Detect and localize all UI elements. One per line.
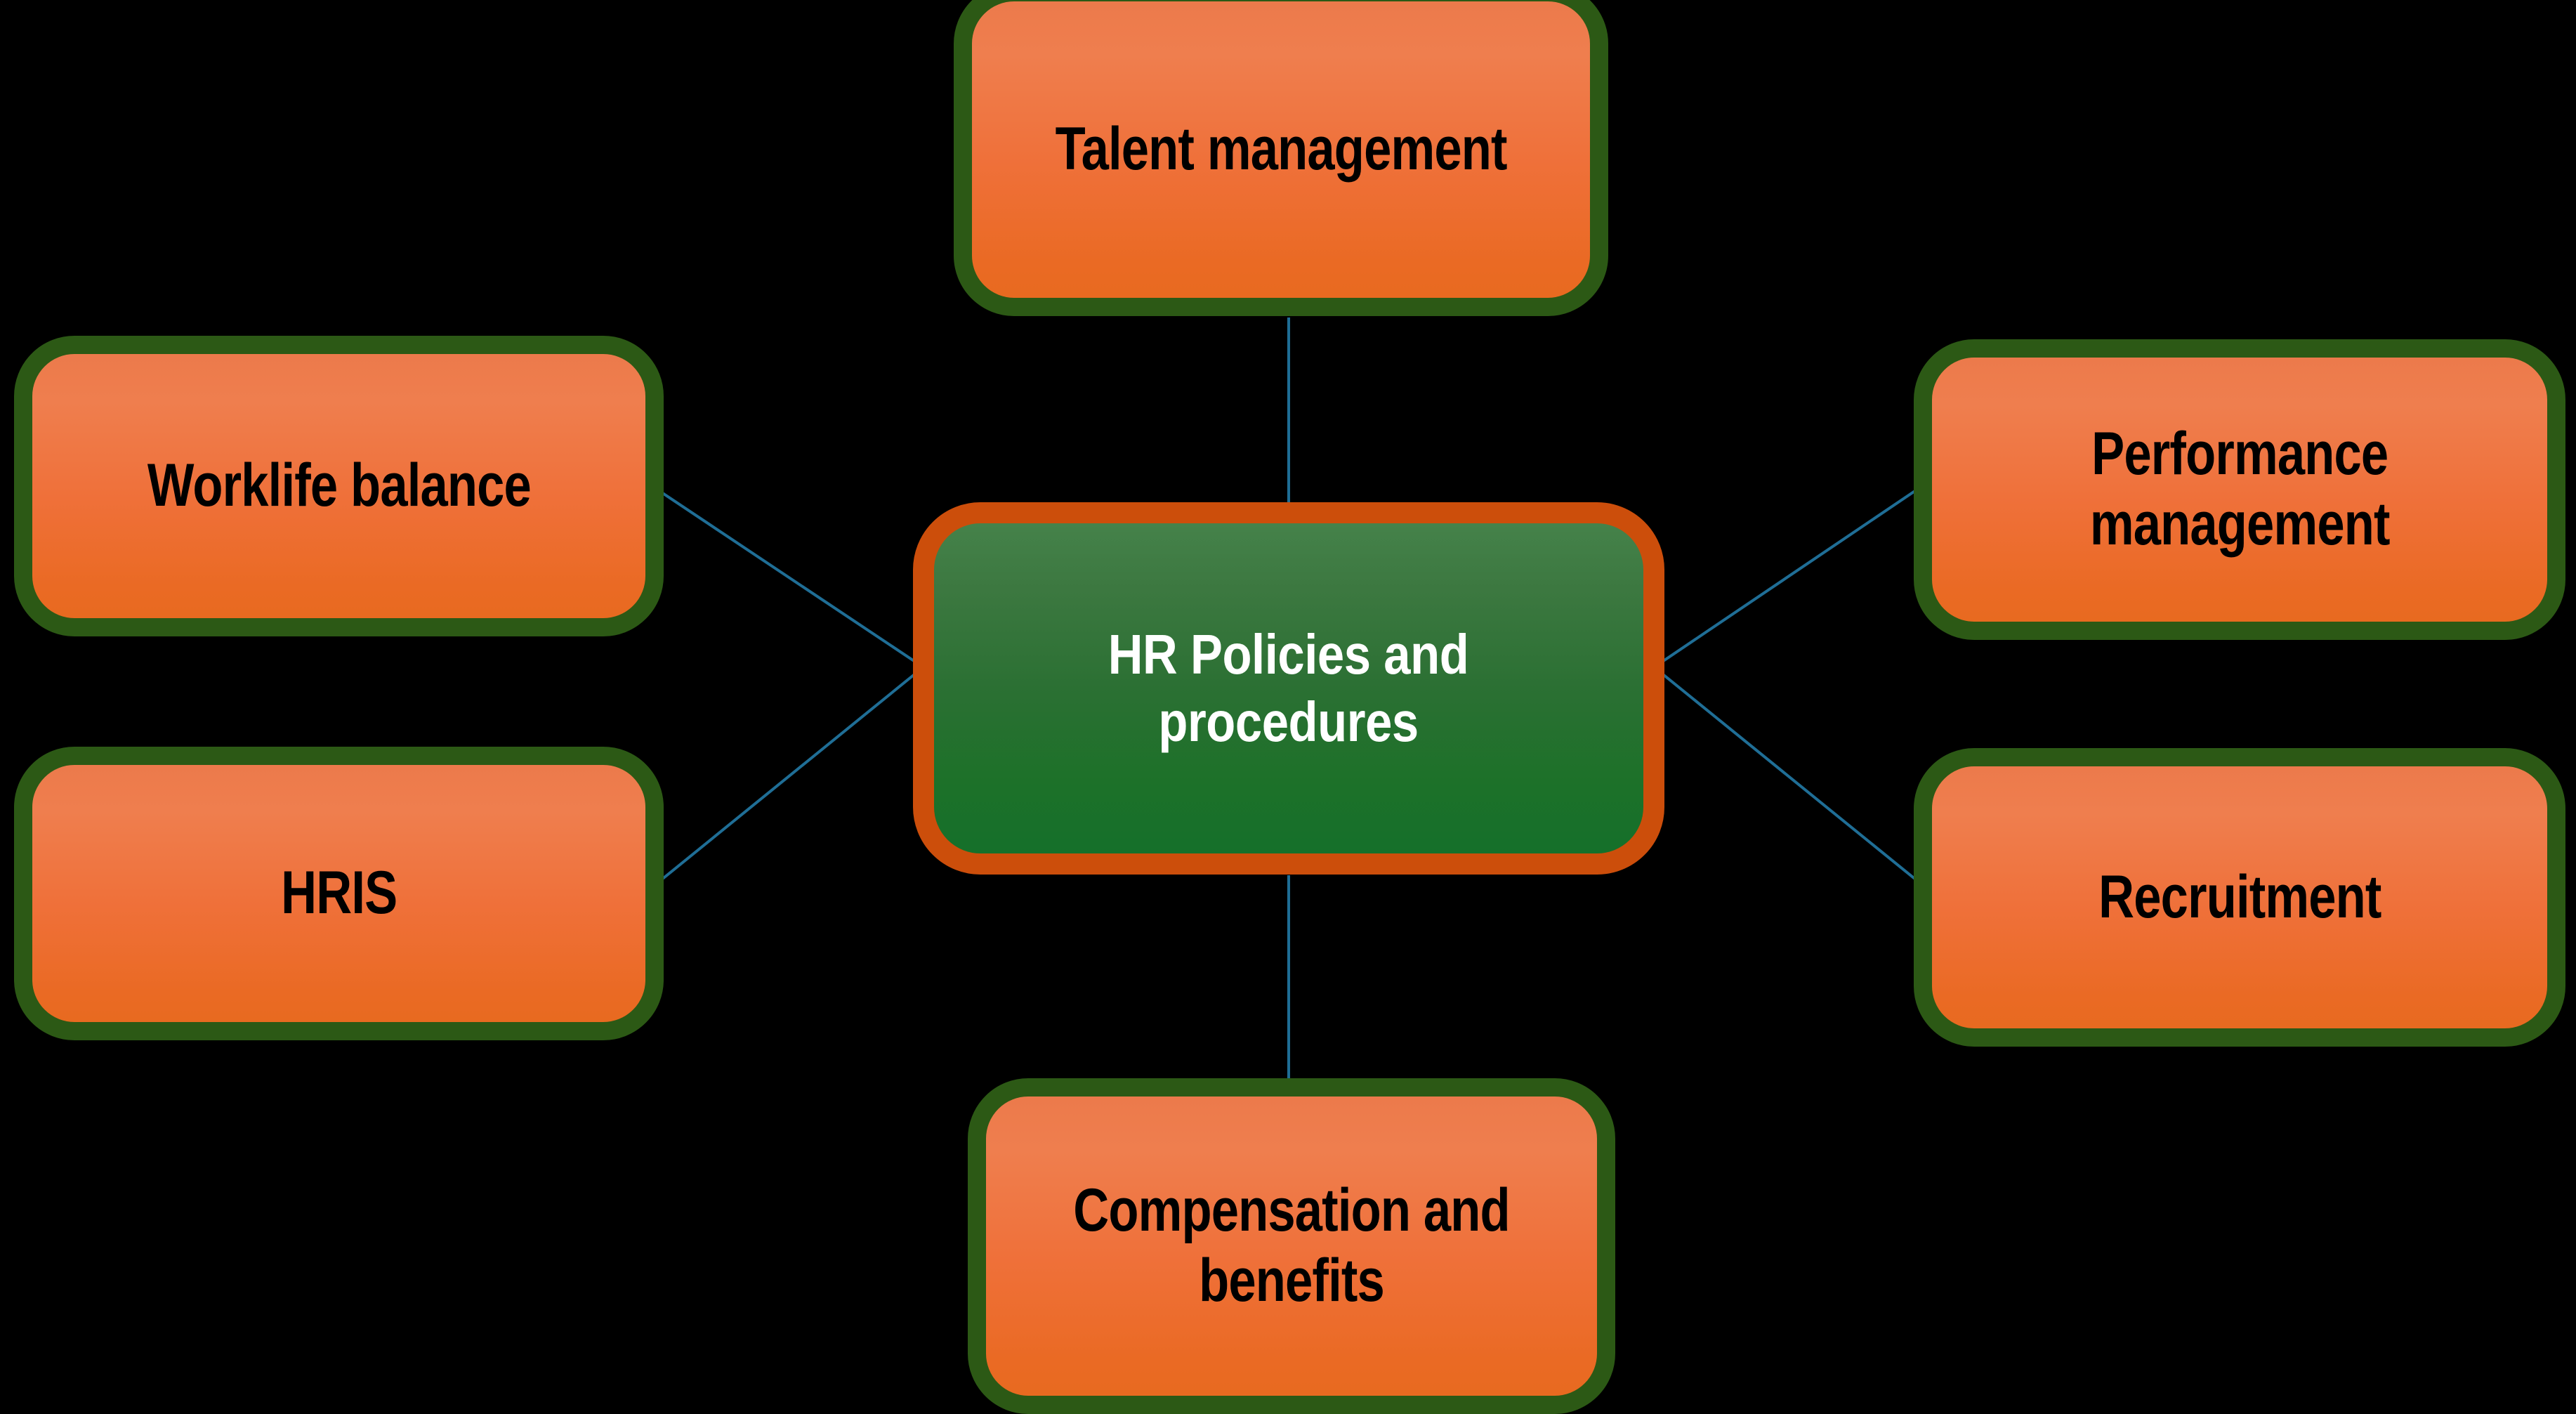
node-hris[interactable]: HRIS bbox=[14, 747, 664, 1040]
node-hr-policies-label: HR Policies and procedures bbox=[1108, 623, 1469, 753]
node-recruitment-label: Recruitment bbox=[2098, 863, 2381, 931]
connector-performance-management bbox=[1655, 483, 1926, 667]
node-talent-management-label: Talent management bbox=[1055, 115, 1507, 183]
node-worklife-balance[interactable]: Worklife balance bbox=[14, 336, 664, 636]
node-worklife-balance-label: Worklife balance bbox=[147, 452, 531, 520]
connector-recruitment bbox=[1655, 667, 1926, 888]
connector-hris bbox=[652, 667, 923, 888]
connector-worklife-balance bbox=[652, 485, 923, 667]
node-performance-management[interactable]: Performance management bbox=[1914, 339, 2565, 640]
node-compensation-benefits-label: Compensation and benefits bbox=[1073, 1177, 1510, 1314]
node-hris-label: HRIS bbox=[280, 859, 397, 927]
node-compensation-benefits[interactable]: Compensation and benefits bbox=[968, 1078, 1615, 1414]
node-hr-policies[interactable]: HR Policies and procedures bbox=[913, 502, 1664, 875]
node-talent-management[interactable]: Talent management bbox=[954, 0, 1608, 316]
node-recruitment[interactable]: Recruitment bbox=[1914, 748, 2565, 1047]
node-performance-management-label: Performance management bbox=[2089, 420, 2391, 558]
